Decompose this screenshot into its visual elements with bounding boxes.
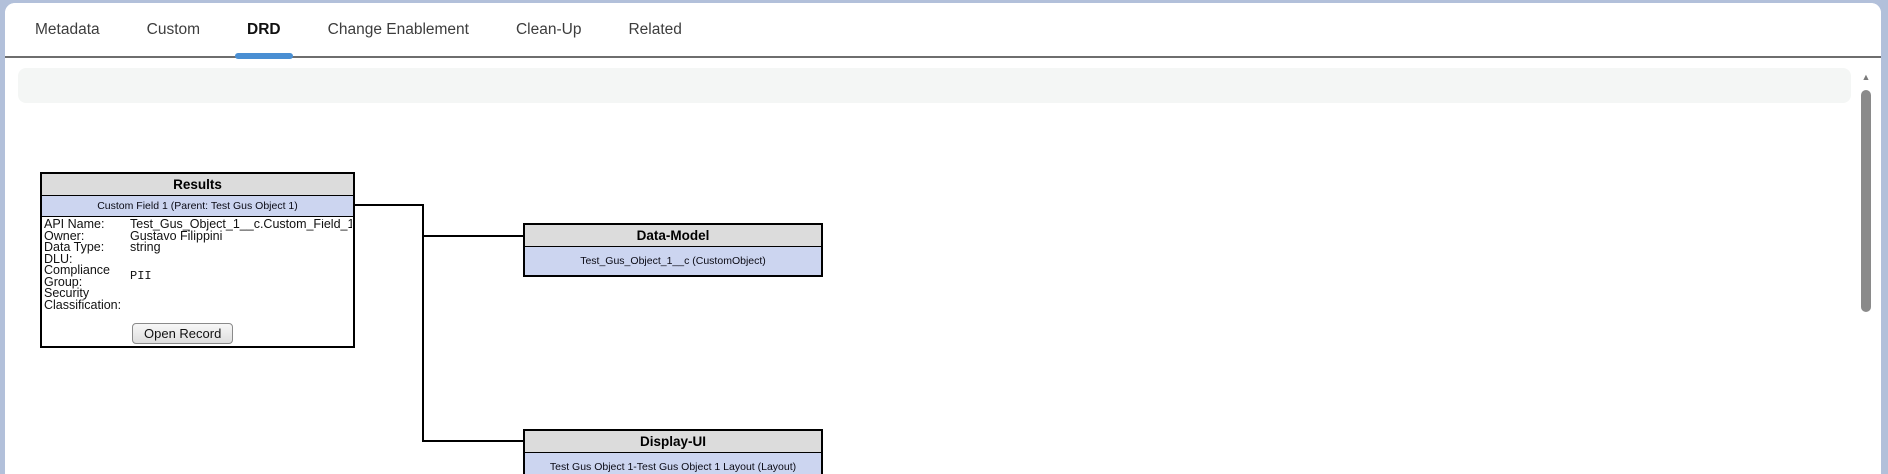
field-value: Gustavo Filippini (130, 228, 223, 243)
results-node-title: Results (42, 174, 353, 196)
data-model-node-title: Data-Model (525, 225, 821, 247)
tab-metadata[interactable]: Metadata (35, 20, 100, 38)
data-model-node[interactable]: Data-Model Test_Gus_Object_1__c (CustomO… (523, 223, 823, 277)
scrollbar-thumb[interactable] (1861, 90, 1871, 312)
scroll-up-icon[interactable]: ▲ (1861, 72, 1871, 82)
field-row-dlu: DLU: (44, 251, 353, 266)
results-node[interactable]: Results Custom Field 1 (Parent: Test Gus… (40, 172, 355, 348)
drd-toolbar-strip (18, 68, 1851, 103)
app-page: Metadata Custom DRD Change Enablement Cl… (5, 3, 1881, 474)
field-label: Owner: (44, 228, 85, 243)
field-row-security-classification: Security Classification: (44, 286, 353, 312)
field-label: Security Classification: (44, 286, 122, 312)
field-value: Test_Gus_Object_1__c.Custom_Field_1__c (130, 219, 352, 231)
field-value (130, 288, 353, 311)
open-record-button[interactable]: Open Record (132, 323, 234, 344)
field-label: API Name: (44, 217, 105, 231)
field-label: Compliance Group: (44, 263, 111, 289)
field-row-compliance-group: Compliance Group: PII (44, 263, 353, 289)
results-node-details: API Name: Test_Gus_Object_1__c.Custom_Fi… (42, 217, 353, 311)
field-label: DLU: (44, 251, 73, 266)
display-ui-node-subtitle: Test Gus Object 1-Test Gus Object 1 Layo… (525, 453, 821, 474)
tab-change-enablement[interactable]: Change Enablement (327, 20, 469, 38)
field-row-api-name: API Name: Test_Gus_Object_1__c.Custom_Fi… (44, 217, 353, 231)
field-value: PII (130, 268, 152, 283)
tab-related[interactable]: Related (628, 20, 682, 38)
field-label: Data Type: (44, 240, 105, 254)
field-value: string (130, 240, 161, 254)
tab-custom[interactable]: Custom (146, 20, 201, 38)
tab-drd[interactable]: DRD (235, 3, 293, 59)
field-row-owner: Owner: Gustavo Filippini (44, 228, 353, 243)
display-ui-node[interactable]: Display-UI Test Gus Object 1-Test Gus Ob… (523, 429, 823, 474)
field-value (130, 254, 353, 266)
data-model-node-subtitle: Test_Gus_Object_1__c (CustomObject) (525, 247, 821, 275)
display-ui-node-title: Display-UI (525, 431, 821, 453)
results-node-subtitle: Custom Field 1 (Parent: Test Gus Object … (42, 196, 353, 217)
field-row-data-type: Data Type: string (44, 240, 353, 254)
tab-clean-up[interactable]: Clean-Up (515, 20, 582, 38)
vertical-scrollbar[interactable]: ▲ (1860, 68, 1872, 474)
tab-bar: Metadata Custom DRD Change Enablement Cl… (5, 3, 1881, 59)
